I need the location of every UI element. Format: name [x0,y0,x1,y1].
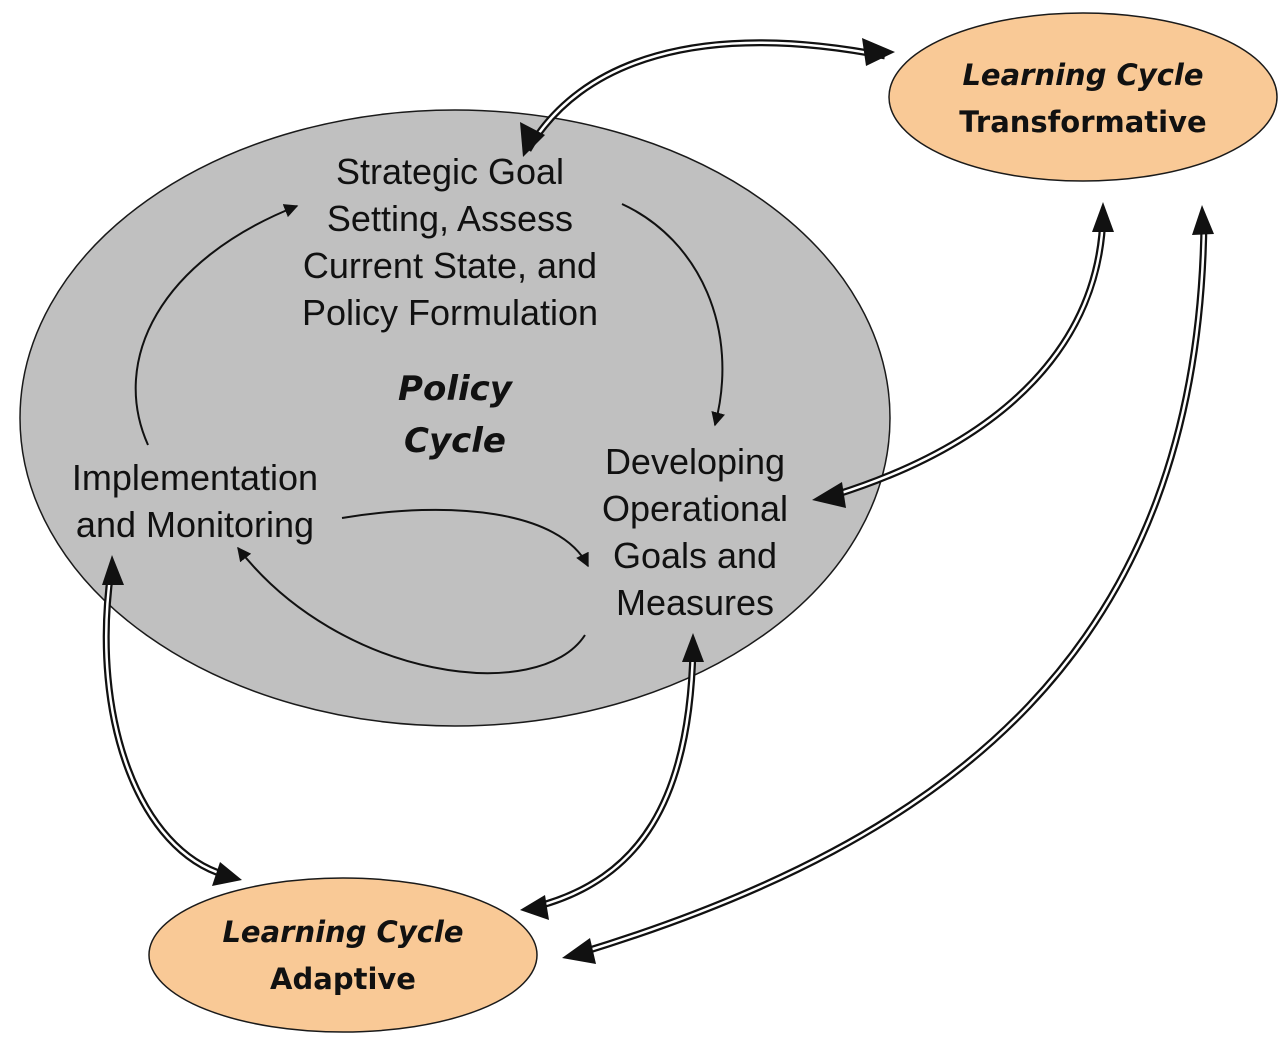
arrow-strategic-to-operational [621,203,725,427]
stage-developing-operational-goals: Developing Operational Goals and Measure… [580,438,810,626]
stage-operational-line-1: Developing [604,441,786,482]
arrow-operational-to-implementation [237,546,586,675]
stage-strategic-line-2: Setting, Assess [326,198,574,239]
adaptive-label-line-2: Adaptive [270,962,416,996]
stage-operational-line-4: Measures [615,582,775,623]
learning-cycle-adaptive-label: Learning Cycle Adaptive [170,909,516,1003]
policy-cycle-title-line-1: Policy [398,369,512,409]
policy-cycle-ellipse [19,109,891,727]
arrow-implementation-to-operational [341,508,589,568]
stage-strategic-line-3: Current State, and [302,245,598,286]
learning-cycle-transformative-ellipse [888,12,1278,182]
stage-operational-line-2: Operational [601,488,789,529]
stage-strategic-line-1: Strategic Goal [335,151,565,192]
stage-implementation-line-1: Implementation [71,457,319,498]
learning-cycle-transformative-label: Learning Cycle Transformative [910,52,1256,146]
arrow-implementation-to-strategic [134,204,299,446]
stage-strategic-goal-setting: Strategic Goal Setting, Assess Current S… [255,148,645,336]
stage-implementation-monitoring: Implementation and Monitoring [55,454,335,548]
learning-arrows [102,38,1214,964]
arrow-strategic-transformative [520,38,895,157]
adaptive-label-line-1: Learning Cycle [222,915,464,949]
learning-cycle-adaptive-ellipse [148,877,538,1033]
stage-strategic-line-4: Policy Formulation [301,292,599,333]
arrow-operational-transformative [812,202,1114,508]
arrow-adaptive-transformative [562,205,1214,964]
policy-cycle-arrows [134,203,725,675]
transformative-label-line-2: Transformative [959,105,1207,139]
arrow-implementation-adaptive [102,555,242,886]
policy-cycle-title-line-2: Cycle [404,421,506,461]
stage-operational-line-3: Goals and [612,535,778,576]
arrow-operational-adaptive [520,633,704,920]
transformative-label-line-1: Learning Cycle [962,58,1204,92]
stage-implementation-line-2: and Monitoring [75,504,315,545]
policy-cycle-title: Policy Cycle [370,363,540,467]
